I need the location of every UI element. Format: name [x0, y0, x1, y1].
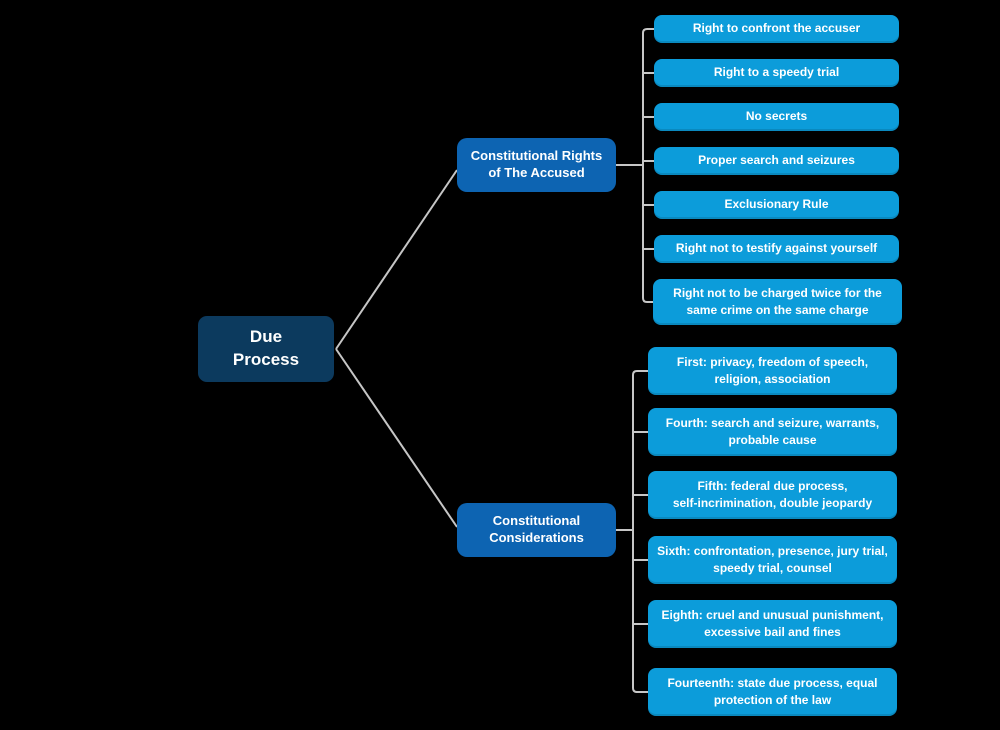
connector-root-to-branch-2	[335, 348, 458, 528]
leaf-node-fourth-amendment[interactable]: Fourth: search and seizure, warrants, pr…	[648, 408, 897, 456]
leaf-node-confront-accuser[interactable]: Right to confront the accuser	[654, 15, 899, 43]
leaf-node-exclusionary-rule[interactable]: Exclusionary Rule	[654, 191, 899, 219]
leaf-node-sixth-amendment[interactable]: Sixth: confrontation, presence, jury tri…	[648, 536, 897, 584]
connector-branch-2-spine	[632, 370, 648, 693]
leaf-node-search-and-seizures[interactable]: Proper search and seizures	[654, 147, 899, 175]
branch-node-constitutional-rights[interactable]: Constitutional Rights of The Accused	[457, 138, 616, 192]
leaf-node-eighth-amendment[interactable]: Eighth: cruel and unusual punishment, ex…	[648, 600, 897, 648]
root-node-due-process[interactable]: Due Process	[198, 316, 334, 382]
leaf-node-first-amendment[interactable]: First: privacy, freedom of speech, relig…	[648, 347, 897, 395]
leaf-node-speedy-trial[interactable]: Right to a speedy trial	[654, 59, 899, 87]
leaf-node-fifth-amendment[interactable]: Fifth: federal due process, self-incrimi…	[648, 471, 897, 519]
leaf-node-no-secrets[interactable]: No secrets	[654, 103, 899, 131]
leaf-node-not-testify[interactable]: Right not to testify against yourself	[654, 235, 899, 263]
leaf-node-double-jeopardy[interactable]: Right not to be charged twice for the sa…	[653, 279, 902, 325]
connector-branch-1-spine	[642, 28, 654, 303]
branch-node-constitutional-considerations[interactable]: Constitutional Considerations	[457, 503, 616, 557]
connector-root-to-branch-1	[335, 169, 458, 350]
leaf-node-fourteenth-amendment[interactable]: Fourteenth: state due process, equal pro…	[648, 668, 897, 716]
